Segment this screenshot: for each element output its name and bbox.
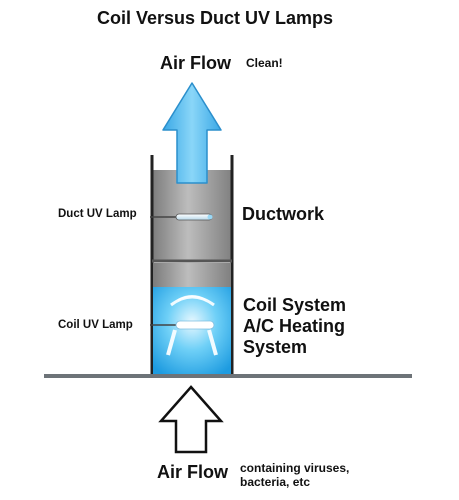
ductwork-label: Ductwork xyxy=(242,204,325,224)
diagram-title: Coil Versus Duct UV Lamps xyxy=(96,8,334,28)
coil-system-label: Coil System A/C Heating System xyxy=(243,295,383,358)
coil-section xyxy=(153,287,231,375)
coil-uv-lamp-label: Coil UV Lamp xyxy=(58,319,133,331)
duct-uv-lamp-label: Duct UV Lamp xyxy=(58,208,137,220)
duct-uv-lamp xyxy=(150,213,213,221)
coil-system-line: A/C Heating xyxy=(243,316,346,336)
clean-note: Clean! xyxy=(246,56,283,70)
coil-system-line: Coil System xyxy=(243,295,347,315)
clean-airflow-arrow xyxy=(162,82,222,184)
contaminants-note: containing viruses, bacteria, etc xyxy=(240,461,400,489)
contaminants-line: bacteria, etc xyxy=(240,475,311,489)
contaminants-line: containing viruses, xyxy=(240,461,350,475)
coil-uv-lamp xyxy=(150,320,215,330)
coil-system-line: System xyxy=(243,337,308,357)
duct-band xyxy=(153,263,231,287)
bottom-airflow-label: Air Flow xyxy=(157,462,228,482)
top-airflow-label: Air Flow xyxy=(160,53,231,73)
dirty-airflow-arrow xyxy=(158,385,224,454)
floor-line xyxy=(44,374,412,378)
ductwork-section xyxy=(150,155,234,375)
